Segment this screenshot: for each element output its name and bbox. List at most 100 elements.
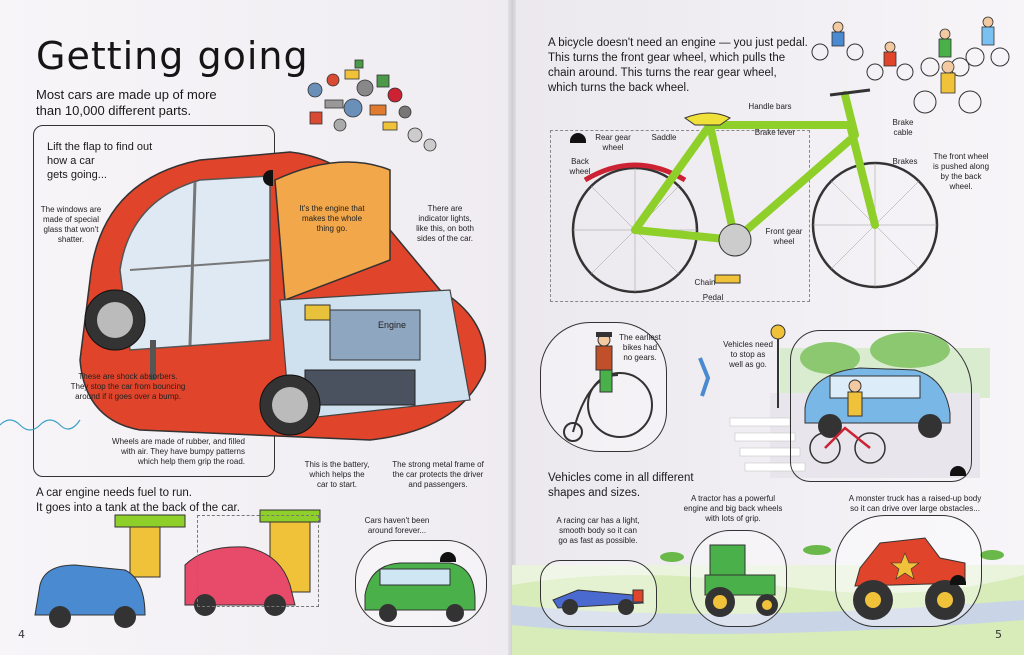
label-line: wheel	[773, 237, 795, 246]
label-line: Brake	[892, 118, 914, 127]
label-handle-bars: Handle bars	[748, 102, 792, 111]
bicycle-illustration	[571, 88, 939, 294]
label-line: Front gear	[765, 227, 803, 236]
caption-racing-car: A racing car has a light, smooth body so…	[548, 516, 648, 546]
green-van-illustration	[364, 562, 476, 622]
label-back-wheel: Back wheel	[566, 157, 594, 177]
label-rear-gear: Rear gear wheel	[593, 133, 633, 153]
caption-line: glass that won't	[43, 225, 99, 234]
petrol-flap-outline	[197, 515, 319, 607]
caption-wheels: Wheels are made of rubber, and filled wi…	[95, 437, 245, 467]
shapes-line: Vehicles come in all different	[548, 472, 694, 484]
tractor-illustration	[704, 544, 778, 617]
caption-battery: This is the battery, which helps the car…	[298, 460, 376, 490]
caption-line: sides of the car.	[416, 234, 474, 243]
caption-line: There are	[427, 204, 463, 213]
caption-line: smooth body so it can	[559, 526, 637, 535]
page-number: 5	[995, 628, 1002, 641]
caption-frame: The strong metal frame of the car protec…	[388, 460, 488, 490]
caption-line: Wheels are made of rubber, and filled	[112, 437, 245, 446]
caption-line: It's the engine that	[299, 204, 365, 213]
caption-line: Vehicles need	[723, 340, 773, 349]
label-line: wheel.	[949, 182, 973, 191]
flap-tab[interactable]	[950, 575, 966, 585]
fuel-line: A car engine needs fuel to run.	[36, 487, 192, 499]
intro-line: chain around. This turns the rear gear w…	[548, 67, 777, 79]
caption-line: The strong metal frame of	[392, 460, 484, 469]
label-chain: Chain	[694, 278, 716, 287]
petrol-station-illustration	[34, 509, 321, 628]
caption-indicators: There are indicator lights, like this, o…	[405, 204, 485, 244]
intro-line: A bicycle doesn't need an engine — you j…	[548, 37, 808, 49]
caption-line: bikes had	[622, 343, 658, 352]
caption-line: shatter.	[57, 235, 85, 244]
label-brake-lever: Brake lever	[754, 128, 796, 137]
caption-line: with lots of grip.	[705, 514, 761, 523]
caption-line: This is the battery,	[304, 460, 370, 469]
caption-line: the car protects the driver	[392, 470, 484, 479]
caption-line: go as fast as possible.	[558, 536, 638, 545]
flap-hint-line: Lift the flap to find out	[47, 141, 153, 153]
label-line: The front wheel	[933, 152, 989, 161]
caption-line: car to start.	[316, 480, 357, 489]
caption-line: like this, on both	[416, 224, 474, 233]
flap-hint: Lift the flap to find out how a car gets…	[47, 140, 152, 182]
caption-line: made of special	[42, 215, 100, 224]
caption-earliest-bikes: The earliest bikes had no gears.	[615, 333, 665, 363]
flap-tab[interactable]	[570, 133, 586, 143]
caption-line: around if it goes over a bump.	[75, 392, 181, 401]
flap-tab[interactable]	[440, 552, 456, 562]
intro-line: which turns the back wheel.	[548, 82, 690, 94]
shapes-text: Vehicles come in all different shapes an…	[548, 471, 694, 501]
caption-line: with air. They have bumpy patterns	[121, 447, 245, 456]
caption-vehicles-stop: Vehicles need to stop as well as go.	[722, 340, 774, 370]
shapes-line: shapes and sizes.	[548, 487, 641, 499]
caption-line: These are shock absorbers.	[78, 372, 178, 381]
monster-truck-illustration	[853, 537, 966, 620]
stop-flap[interactable]	[790, 330, 972, 482]
caption-engine-lift: It's the engine that makes the whole thi…	[290, 204, 374, 234]
caption-line: makes the whole	[301, 214, 363, 223]
bicycle-intro: A bicycle doesn't need an engine — you j…	[548, 36, 808, 96]
bicycle-flap-outline	[550, 130, 810, 302]
label-line: Rear gear	[595, 133, 631, 142]
cyclists-illustration	[811, 16, 1010, 114]
label-front-wheel: The front wheel is pushed along by the b…	[930, 152, 992, 192]
caption-line: A monster truck has a raised-up body	[848, 494, 982, 503]
flap-tab[interactable]	[950, 466, 966, 476]
label-line: wheel	[569, 167, 591, 176]
label-line: is pushed along	[932, 162, 990, 171]
intro-line: Most cars are made up of more	[36, 87, 217, 102]
caption-shock-absorbers: These are shock absorbers. They stop the…	[58, 372, 198, 402]
penny-farthing-illustration	[563, 332, 653, 442]
label-line: wheel	[602, 143, 624, 152]
label-pedal: Pedal	[702, 293, 724, 302]
caption-line: to stop as	[730, 350, 766, 359]
caption-line: which help them grip the road.	[137, 457, 245, 466]
caption-line: The windows are	[40, 205, 102, 214]
label-brake-cable: Brake cable	[888, 118, 918, 138]
label-front-gear: Front gear wheel	[762, 227, 806, 247]
caption-line: They stop the car from bouncing	[70, 382, 186, 391]
caption-line: engine and big back wheels	[683, 504, 783, 513]
flap-hint-line: how a car	[47, 155, 95, 167]
caption-monster-truck: A monster truck has a raised-up body so …	[845, 494, 985, 514]
label-line: Back	[571, 157, 589, 166]
caption-engine-label: Engine	[377, 320, 407, 330]
caption-line: A racing car has a light,	[556, 516, 640, 525]
caption-line: and passengers.	[408, 480, 468, 489]
intro-text: Most cars are made up of more than 10,00…	[36, 87, 217, 119]
caption-line: Cars haven't been	[364, 516, 430, 525]
caption-line: well as go.	[729, 360, 767, 369]
caption-line: A tractor has a powerful	[690, 494, 776, 503]
caption-windows: The windows are made of special glass th…	[38, 205, 104, 245]
book-spine	[508, 0, 516, 655]
label-saddle: Saddle	[651, 133, 677, 142]
car-parts-pile-illustration	[307, 59, 437, 152]
caption-line: around forever...	[367, 526, 427, 535]
flap-tab[interactable]	[263, 170, 273, 186]
label-line: cable	[893, 128, 913, 137]
fuel-text: A car engine needs fuel to run. It goes …	[36, 486, 240, 516]
page-title: Getting going	[36, 34, 309, 78]
label-line: by the back	[940, 172, 982, 181]
